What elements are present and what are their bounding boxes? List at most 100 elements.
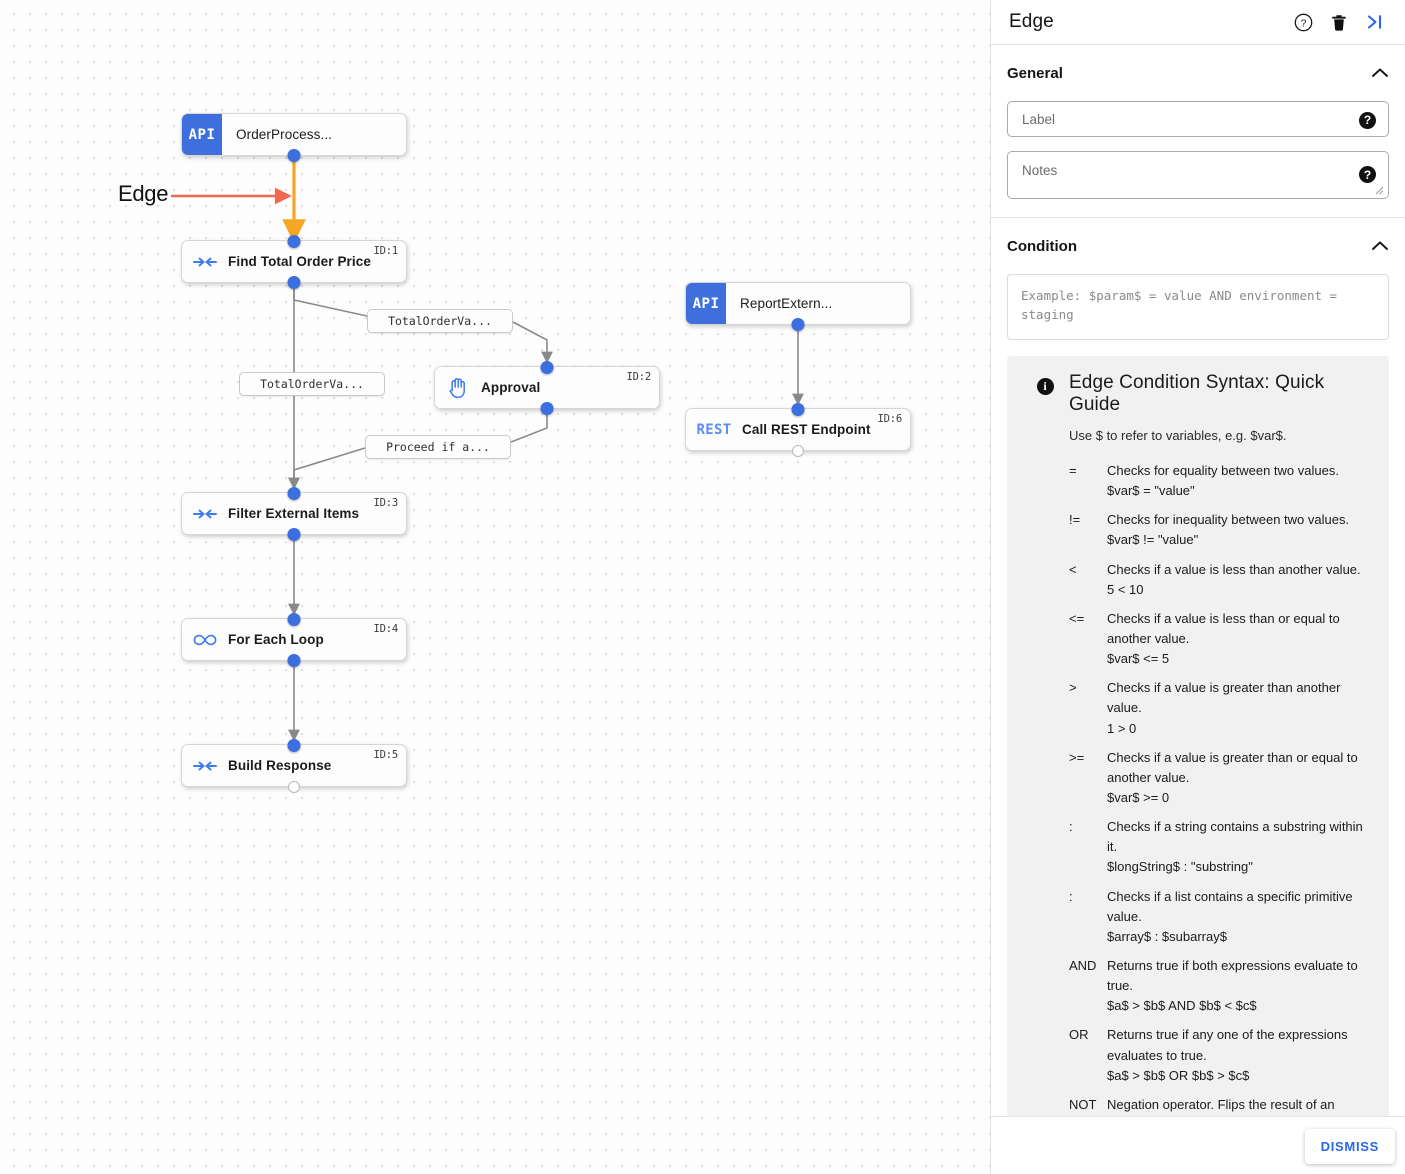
section-condition-title: Condition <box>1007 237 1077 255</box>
condition-input[interactable]: Example: $param$ = value AND environment… <box>1007 274 1389 340</box>
api-badge-icon: API <box>182 114 222 155</box>
edge-label-text: TotalOrderVa... <box>388 314 492 328</box>
operator-example: 5 < 10 <box>1107 581 1144 597</box>
notes-field[interactable]: Notes ? <box>1007 151 1389 199</box>
help-circle-icon[interactable]: ? <box>1289 8 1317 36</box>
node-input-port[interactable] <box>287 612 301 626</box>
operator-description: Checks if a value is greater than or equ… <box>1107 749 1358 785</box>
info-icon: i <box>1036 378 1054 395</box>
section-general-header[interactable]: General <box>1007 45 1389 101</box>
operator-example: $var$ = "value" <box>1107 483 1195 499</box>
label-field[interactable]: Label ? <box>1007 101 1389 137</box>
edge-label[interactable]: Proceed if a... <box>365 435 511 459</box>
operator-symbol: >= <box>1069 749 1085 765</box>
node-input-port[interactable] <box>540 360 554 374</box>
operator-description: Checks for equality between two values. <box>1107 463 1339 478</box>
node-output-port[interactable] <box>288 780 300 793</box>
node-title: Find Total Order Price <box>228 254 371 269</box>
node-order-process[interactable]: API OrderProcess... <box>181 113 407 162</box>
workflow-canvas[interactable]: Edge API OrderProcess... Find Total Orde… <box>0 0 990 1174</box>
node-input-port[interactable] <box>287 234 301 248</box>
compress-arrows-icon <box>182 506 228 522</box>
label-field-placeholder: Label <box>1022 111 1056 127</box>
node-output-port[interactable] <box>287 275 301 289</box>
operator-example: $var$ <= 5 <box>1107 651 1170 667</box>
operator-row: < Checks if a value is less than another … <box>1069 560 1375 600</box>
node-output-port[interactable] <box>540 401 554 415</box>
compress-arrows-icon <box>182 254 228 270</box>
node-id-label: ID:4 <box>373 623 399 635</box>
node-filter-external-items[interactable]: Filter External Items ID:3 <box>181 486 407 541</box>
api-badge-icon: API <box>686 283 726 324</box>
compress-arrows-icon <box>182 758 228 774</box>
node-for-each-loop[interactable]: For Each Loop ID:4 <box>181 612 407 667</box>
dismiss-button[interactable]: DISMISS <box>1304 1129 1395 1164</box>
edge-label[interactable]: TotalOrderVa... <box>239 372 385 396</box>
operator-description: Checks if a list contains a specific pri… <box>1107 888 1353 924</box>
node-output-port[interactable] <box>287 148 301 162</box>
node-find-total-order-price[interactable]: Find Total Order Price ID:1 <box>181 234 407 289</box>
operator-table: =Checks for equality between two values.… <box>1069 461 1375 1155</box>
node-output-port[interactable] <box>791 317 805 331</box>
chevron-up-icon[interactable] <box>1371 65 1389 82</box>
guide-body: Edge Condition Syntax: Quick Guide Use $… <box>1069 372 1375 1164</box>
label-help-icon[interactable]: ? <box>1359 111 1376 129</box>
operator-symbol: : <box>1069 888 1073 904</box>
node-output-port[interactable] <box>287 653 301 667</box>
node-input-port[interactable] <box>791 402 805 416</box>
chevron-up-icon[interactable] <box>1371 238 1389 255</box>
guide-subtitle: Use $ to refer to variables, e.g. $var$. <box>1069 428 1287 443</box>
operator-symbol: AND <box>1069 957 1097 973</box>
properties-panel: Edge ? General Label <box>990 0 1405 1174</box>
panel-scroll-area[interactable]: General Label ? Notes ? <box>991 45 1405 1174</box>
node-output-port[interactable] <box>792 444 804 457</box>
edge-label-text: Proceed if a... <box>386 440 490 454</box>
operator-description: Checks if a value is greater than anothe… <box>1107 680 1341 716</box>
operator-example: $var$ != "value" <box>1107 532 1199 548</box>
operator-description: Checks if a string contains a substring … <box>1107 819 1363 855</box>
node-title: For Each Loop <box>228 632 324 647</box>
panel-header: Edge ? <box>991 0 1405 45</box>
node-title: Filter External Items <box>228 506 360 521</box>
node-title: Call REST Endpoint <box>742 422 871 437</box>
node-call-rest-endpoint[interactable]: REST Call REST Endpoint ID:6 <box>685 402 911 457</box>
node-id-label: ID:3 <box>373 497 399 509</box>
node-id-label: ID:2 <box>626 371 652 383</box>
collapse-panel-icon[interactable] <box>1361 8 1389 36</box>
node-title: Approval <box>481 380 541 395</box>
condition-placeholder: Example: $param$ = value AND environment… <box>1021 288 1338 323</box>
trash-icon[interactable] <box>1325 8 1353 36</box>
operator-example: $array$ : $subarray$ <box>1107 928 1227 944</box>
section-condition: Condition Example: $param$ = value AND e… <box>991 218 1405 340</box>
node-input-port[interactable] <box>287 486 301 500</box>
svg-text:?: ? <box>1300 17 1306 29</box>
operator-symbol: < <box>1069 561 1077 577</box>
operator-description: Checks if a value is less than another v… <box>1107 561 1361 577</box>
node-input-port[interactable] <box>287 738 301 752</box>
node-report-external[interactable]: API ReportExtern... <box>685 282 911 331</box>
edge-annotation-label: Edge <box>118 181 169 206</box>
node-output-port[interactable] <box>287 527 301 541</box>
operator-example: $a$ > $b$ AND $b$ < $c$ <box>1107 998 1257 1014</box>
operator-example: $a$ > $b$ OR $b$ > $c$ <box>1107 1067 1250 1083</box>
operator-row: >Checks if a value is greater than anoth… <box>1069 678 1375 738</box>
edge-label[interactable]: TotalOrderVa... <box>367 309 513 333</box>
section-condition-header[interactable]: Condition <box>1007 218 1389 274</box>
operator-symbol: : <box>1069 819 1073 835</box>
operator-symbol: NOT <box>1069 1096 1097 1112</box>
panel-footer: DISMISS <box>991 1116 1405 1174</box>
operator-row: !=Checks for inequality between two valu… <box>1069 510 1375 550</box>
condition-syntax-guide: i Edge Condition Syntax: Quick Guide Use… <box>1007 356 1389 1174</box>
operator-row: : Checks if a string contains a substring… <box>1069 817 1375 877</box>
node-build-response[interactable]: Build Response ID:5 <box>181 738 407 793</box>
notes-field-placeholder: Notes <box>1022 163 1058 178</box>
section-general-title: General <box>1007 64 1063 82</box>
edge-label-text: TotalOrderVa... <box>260 377 364 391</box>
rest-badge-icon: REST <box>696 421 732 438</box>
operator-description: Checks for inequality between two values… <box>1107 512 1350 528</box>
node-approval[interactable]: Approval ID:2 <box>434 360 660 415</box>
notes-help-icon[interactable]: ? <box>1359 166 1376 183</box>
resize-grip-icon[interactable] <box>1375 186 1384 195</box>
node-title: ReportExtern... <box>740 296 833 311</box>
